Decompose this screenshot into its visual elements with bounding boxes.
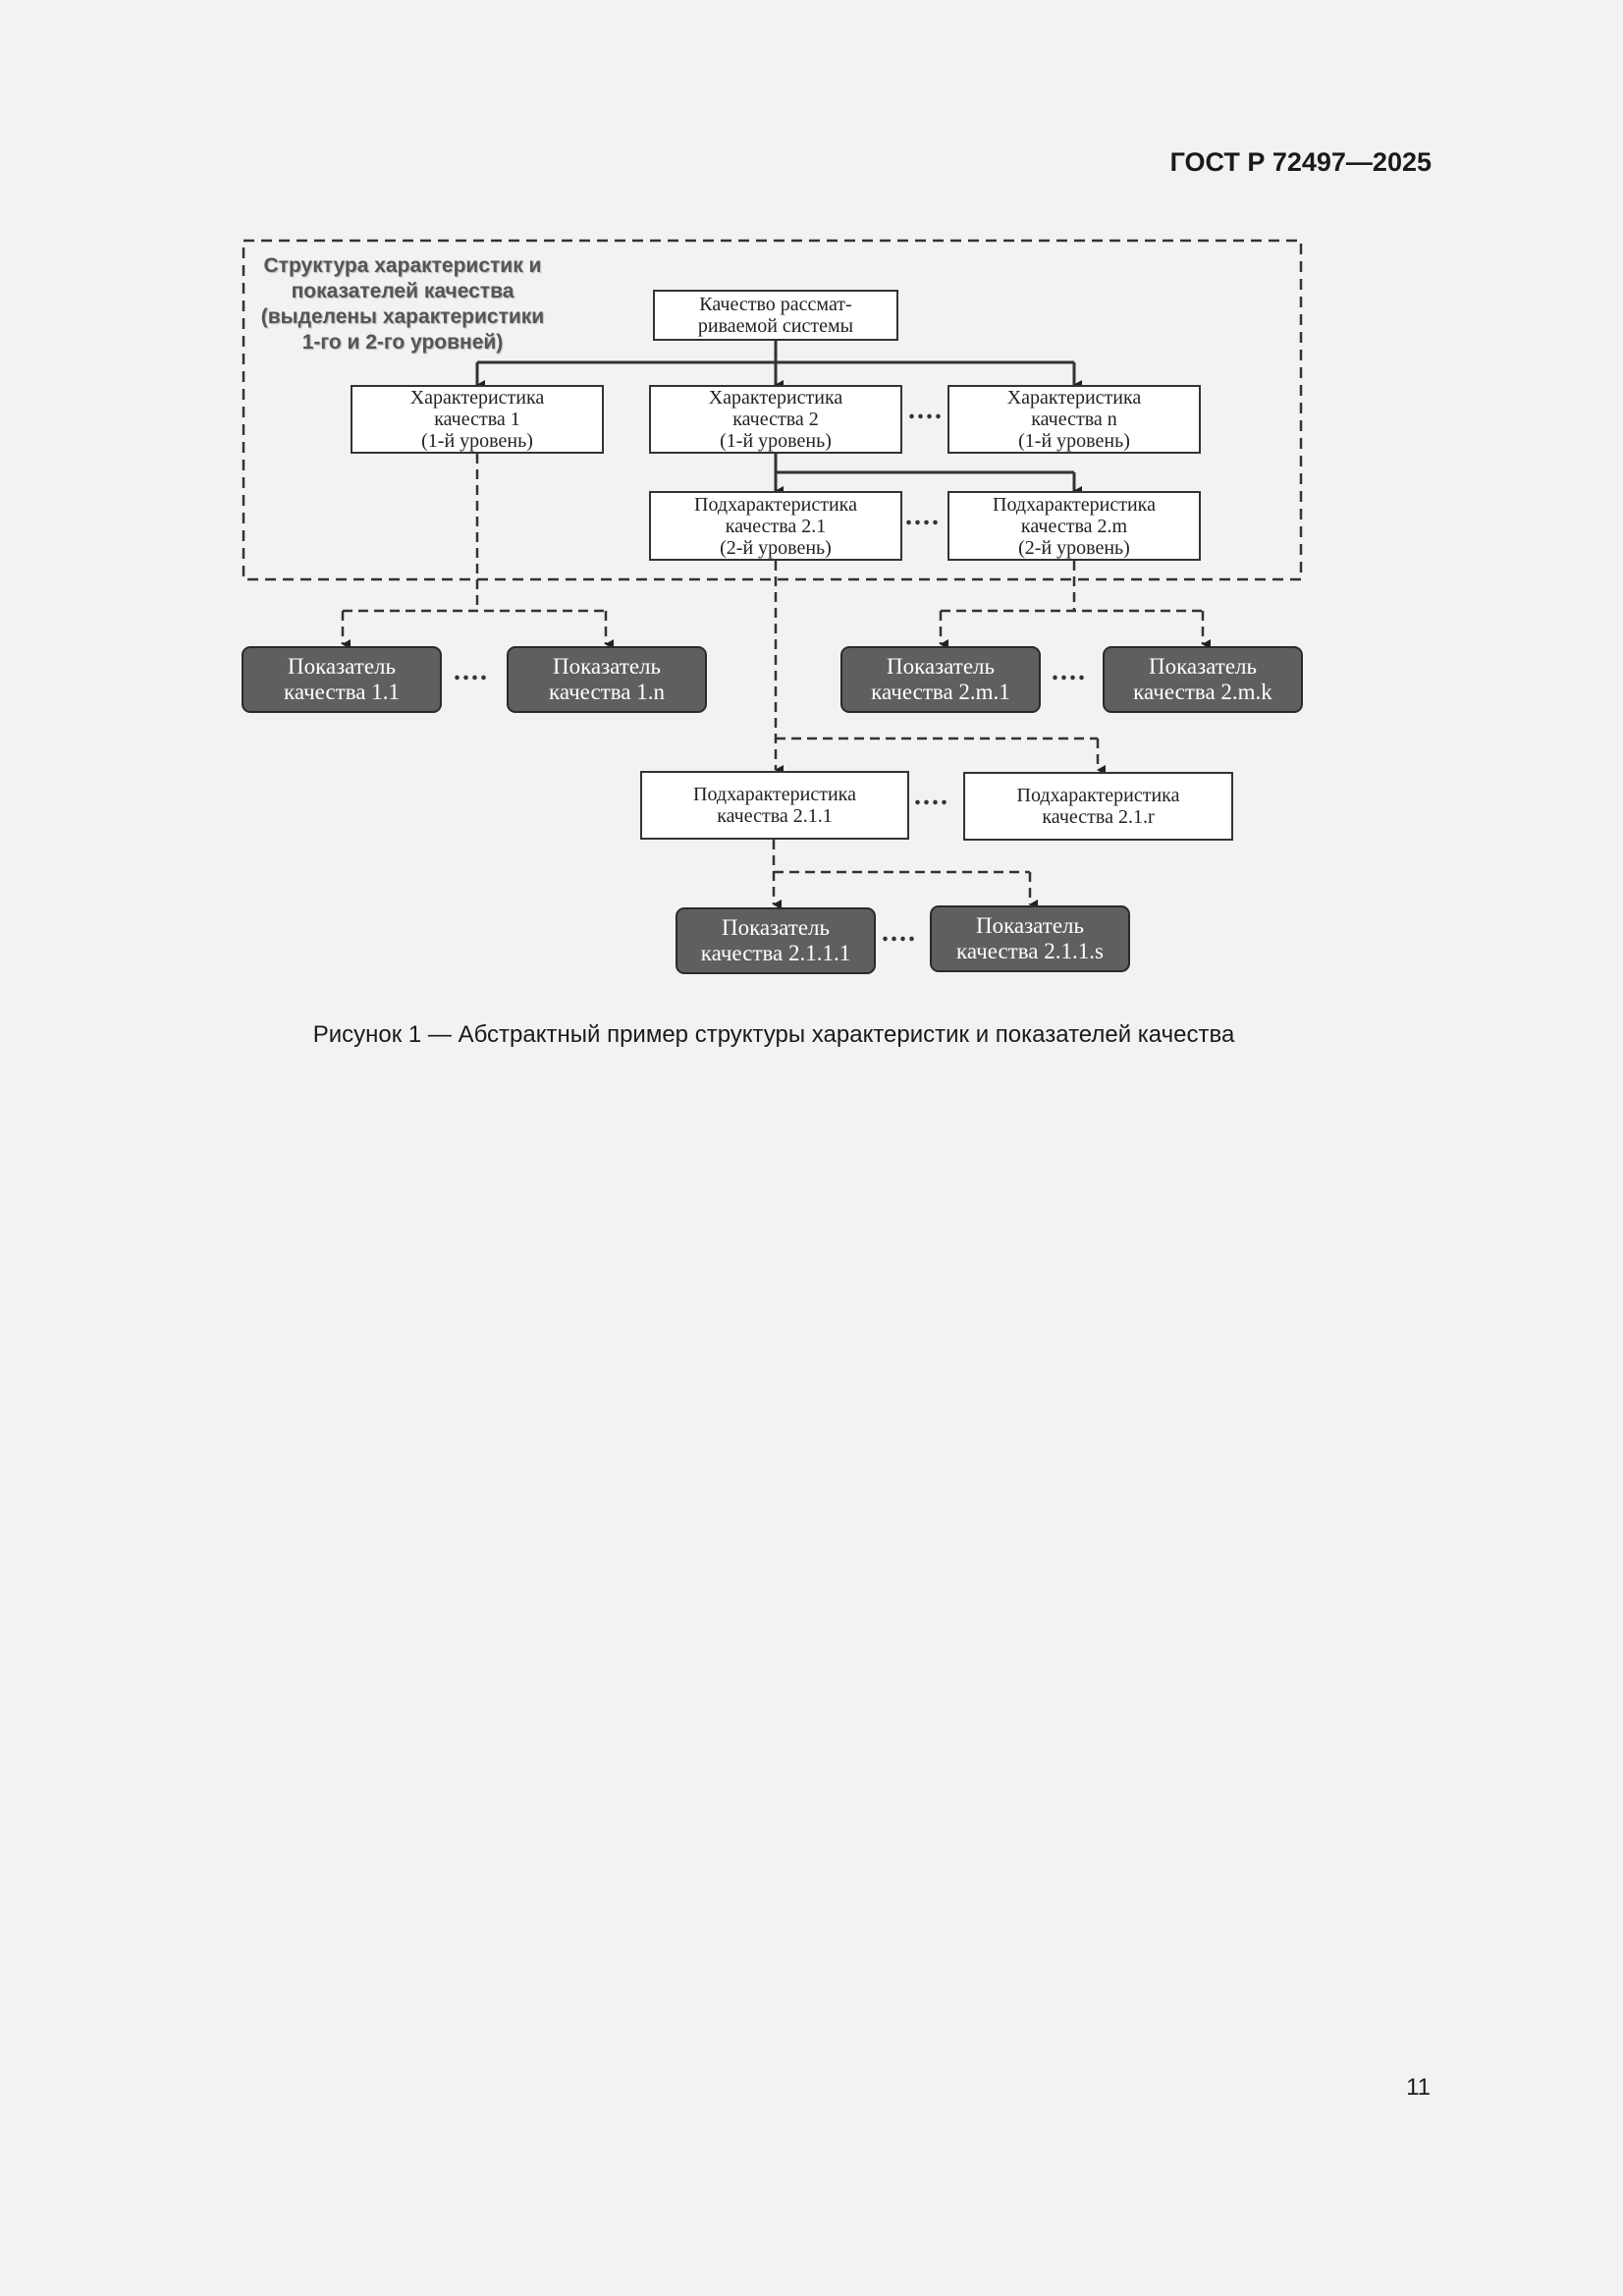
root-quality-box: Качество рассмат-риваемой системы <box>653 290 898 341</box>
frame-label: Структура характеристик и показателей ка… <box>260 254 545 354</box>
solid-connectors <box>475 341 1082 496</box>
quality-structure-diagram: Структура характеристик и показателей ка… <box>0 0 1623 1031</box>
diagram-connectors <box>242 239 1303 909</box>
level-frame <box>242 239 1303 581</box>
document-code: ГОСТ Р 72497—2025 <box>1169 147 1432 177</box>
figure-caption: Рисунок 1 — Абстрактный пример структуры… <box>312 1021 1235 1048</box>
ellipsis-level1: .... <box>908 395 944 425</box>
ellipsis-indicators-1: .... <box>454 656 489 686</box>
ellipsis-sub-2-1: .... <box>914 781 949 811</box>
ellipsis-level2: .... <box>905 501 941 531</box>
ellipsis-indicators-2m: .... <box>1052 656 1087 686</box>
page-number: 11 <box>1406 2074 1431 2101</box>
dashed-connectors <box>341 454 1211 909</box>
ellipsis-indicators-2-1-1: .... <box>882 917 917 948</box>
